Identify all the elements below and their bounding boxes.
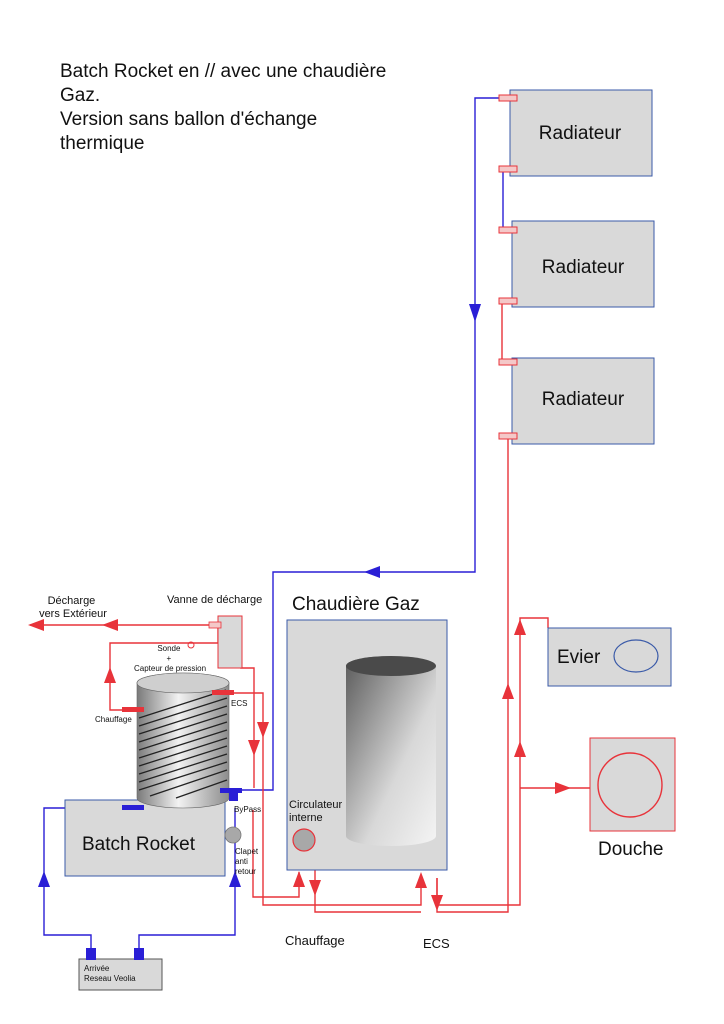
- radiator-label: Radiateur: [539, 123, 622, 144]
- sink-basin-icon: [613, 639, 659, 673]
- storage-tank: Chauffage ECS: [95, 672, 247, 810]
- circulator-pump-icon: [292, 828, 316, 852]
- dhw-pipe-label: ECS: [423, 936, 450, 951]
- radiator-label: Radiateur: [542, 389, 625, 410]
- gas-boiler: Chaudière Gaz Circulateur interne: [286, 594, 448, 871]
- sink: Evier: [547, 627, 672, 687]
- bypass-label: ByPass: [234, 805, 261, 814]
- mains-supply-label: Arrivée Reseau Veolia: [84, 964, 136, 983]
- coil-icon: [138, 689, 228, 799]
- tank-heating-label: Chauffage: [95, 715, 132, 724]
- radiator-3: Radiateur: [511, 357, 655, 445]
- boiler-label: Chaudière Gaz: [292, 594, 420, 615]
- radiator-connectors: [498, 94, 518, 440]
- shower: Douche: [589, 737, 676, 860]
- radiator-2: Radiateur: [511, 220, 655, 308]
- tank-dhw-label: ECS: [231, 699, 247, 708]
- check-valve: Clapet anti retour: [224, 826, 260, 876]
- diagram-title: Batch Rocket en // avec une chaudière Ga…: [60, 61, 392, 154]
- sensor-label: Sonde + Capteur de pression: [134, 644, 206, 673]
- check-valve-label: Clapet anti retour: [235, 847, 260, 876]
- heating-pipe-label: Chauffage: [285, 933, 345, 948]
- shower-label: Douche: [598, 839, 664, 860]
- batch-rocket: Batch Rocket: [64, 799, 226, 877]
- circulator-label: Circulateur interne: [289, 799, 345, 824]
- relief-valve-label: Vanne de décharge: [167, 594, 262, 606]
- relief-valve: Vanne de décharge: [167, 594, 262, 669]
- mains-supply: Arrivée Reseau Veolia: [78, 948, 163, 991]
- check-valve-icon: [224, 826, 242, 844]
- radiator-label: Radiateur: [542, 257, 625, 278]
- bypass: ByPass: [229, 790, 261, 814]
- shower-tray-icon: [597, 752, 663, 818]
- cold-arrows: [38, 304, 481, 887]
- batch-rocket-label: Batch Rocket: [82, 834, 196, 855]
- radiator-1: Radiateur: [509, 89, 653, 177]
- sink-label: Evier: [557, 647, 601, 668]
- sensor-icon: [187, 641, 195, 649]
- hot-arrows: [28, 619, 571, 911]
- discharge-label: Décharge vers Extérieur: [39, 595, 107, 620]
